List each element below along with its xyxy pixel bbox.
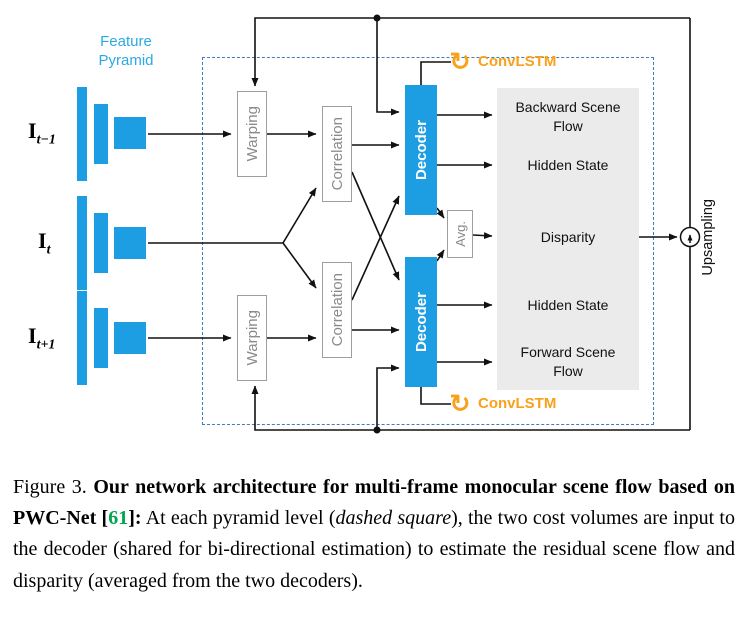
feature-bar [114,117,146,149]
input-label-i-t-plus-1: It+1 [28,323,55,353]
feature-bar [94,308,108,368]
input-label-i-t-minus-1: It−1 [28,118,56,148]
output-label-forward-scene-flow: Forward Scene Flow [520,344,616,379]
output-label-hidden-state-top: Hidden State [527,156,609,173]
correlation-label: Correlation [328,117,346,191]
decoder-box-bottom: Decoder [405,257,437,387]
warping-box-top: Warping [237,91,267,177]
caption-cite-bracket-close: ]: [128,507,142,530]
output-label-backward-scene-flow: Backward Scene Flow [515,99,621,134]
feature-bar [114,227,146,259]
caption-body-text: ), the two cost volumes are input to the… [13,507,735,592]
input-symbol: I [38,228,47,253]
architecture-diagram: Feature Pyramid It−1 It It+1 Warping War… [28,14,719,434]
input-symbol: I [28,323,37,348]
avg-label: Avg. [452,221,468,247]
input-symbol: I [28,118,37,143]
input-subscript: t+1 [36,337,56,353]
correlation-box-top: Correlation [322,106,352,202]
figure-caption: Figure 3. Our network architecture for m… [13,472,735,597]
caption-body-text: At each pyramid level ( [141,507,336,530]
outputs-panel [497,88,639,390]
feature-pyramid-label: Feature Pyramid [98,33,154,69]
warping-label: Warping [243,310,261,366]
caption-figure-number: Figure 3. [13,476,94,498]
upsampling-text: Upsampling [700,199,716,276]
upsampling-label: Upsampling [697,165,719,310]
warping-box-bottom: Warping [237,295,267,381]
output-label-disparity: Disparity [540,228,596,245]
feature-bar [77,196,87,290]
input-label-i-t: It [38,228,50,258]
caption-cite-bracket-open: [ [101,507,109,530]
feature-bar [77,87,87,181]
convlstm-label-top: ConvLSTM [478,53,557,70]
caption-italic-dashed-square: dashed square [335,507,452,530]
junction-dot-top [373,14,381,22]
input-subscript: t−1 [36,132,56,148]
decoder-label: Decoder [412,119,430,181]
citation-link[interactable]: 61 [108,507,129,530]
convlstm-label-bottom: ConvLSTM [478,395,557,412]
warping-label: Warping [243,106,261,162]
output-label-hidden-state-bottom: Hidden State [527,296,609,313]
caption-bold-title: Our network architecture for multi-frame… [13,476,735,530]
feature-bar [94,104,108,164]
junction-dot-bottom [373,426,381,434]
avg-box: Avg. [447,210,473,258]
feature-bar [114,322,146,354]
input-subscript: t [46,242,51,258]
recurrent-arrow-icon-top: ↻ [449,48,471,76]
recurrent-arrow-icon-bottom: ↻ [449,390,471,418]
feature-bar [94,213,108,273]
decoder-box-top: Decoder [405,85,437,215]
feature-bar [77,291,87,385]
correlation-box-bottom: Correlation [322,262,352,358]
correlation-label: Correlation [328,273,346,347]
decoder-label: Decoder [412,291,430,353]
